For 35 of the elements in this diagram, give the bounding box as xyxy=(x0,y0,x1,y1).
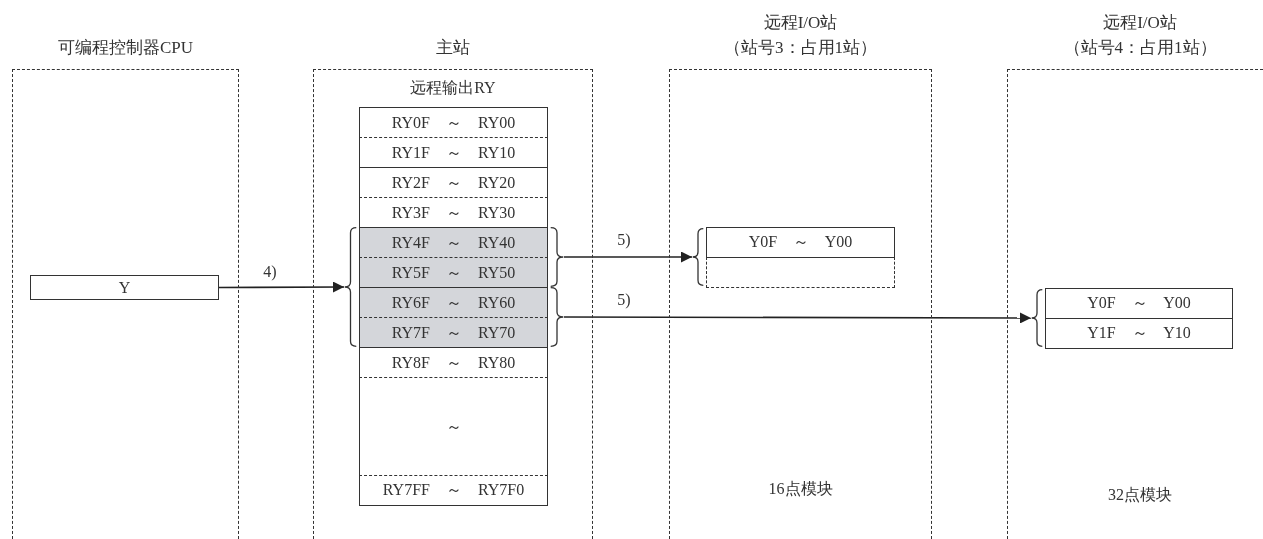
edge-label: 4) xyxy=(261,263,279,281)
register-row: Y1F ～ Y10 xyxy=(1045,318,1233,349)
brace xyxy=(550,227,564,287)
register-row: Y0F ～ Y00 xyxy=(1045,288,1233,319)
arrow xyxy=(218,281,345,293)
register-row: ～ xyxy=(359,377,548,476)
arrow xyxy=(563,251,693,263)
register-row: RY5F ～ RY50 xyxy=(359,257,548,288)
edge-label: 5) xyxy=(615,291,633,309)
edge-label: 5) xyxy=(615,231,633,249)
register-row: RY1F ～ RY10 xyxy=(359,137,548,168)
brace xyxy=(692,228,704,286)
register-row: RY2F ～ RY20 xyxy=(359,167,548,198)
register-row: RY0F ～ RY00 xyxy=(359,107,548,138)
register-row: RY8F ～ RY80 xyxy=(359,347,548,378)
register-row: RY7F ～ RY70 xyxy=(359,317,548,348)
table-heading: 远程输出RY xyxy=(409,78,497,98)
arrow xyxy=(563,312,1032,324)
brace xyxy=(344,227,357,347)
register-row: RY6F ～ RY60 xyxy=(359,287,548,318)
brace xyxy=(550,287,564,347)
register-row: RY7FF ～ RY7F0 xyxy=(359,475,548,506)
station-heading: （站号3：占用1站） xyxy=(723,37,878,59)
module-label: 32点模块 xyxy=(1107,485,1173,505)
empty-row xyxy=(706,257,895,288)
station-heading: 远程I/O站 xyxy=(762,12,839,34)
station-heading: 可编程控制器CPU xyxy=(56,37,195,59)
station-heading: 主站 xyxy=(435,37,471,59)
brace xyxy=(1031,289,1043,347)
station-heading: （站号4：占用1站） xyxy=(1062,37,1218,59)
register-row: RY4F ～ RY40 xyxy=(359,227,548,258)
station-heading: 远程I/O站 xyxy=(1102,12,1178,34)
register-row: Y0F ～ Y00 xyxy=(706,227,895,258)
device-box: Y xyxy=(30,275,219,300)
module-label: 16点模块 xyxy=(767,479,834,499)
